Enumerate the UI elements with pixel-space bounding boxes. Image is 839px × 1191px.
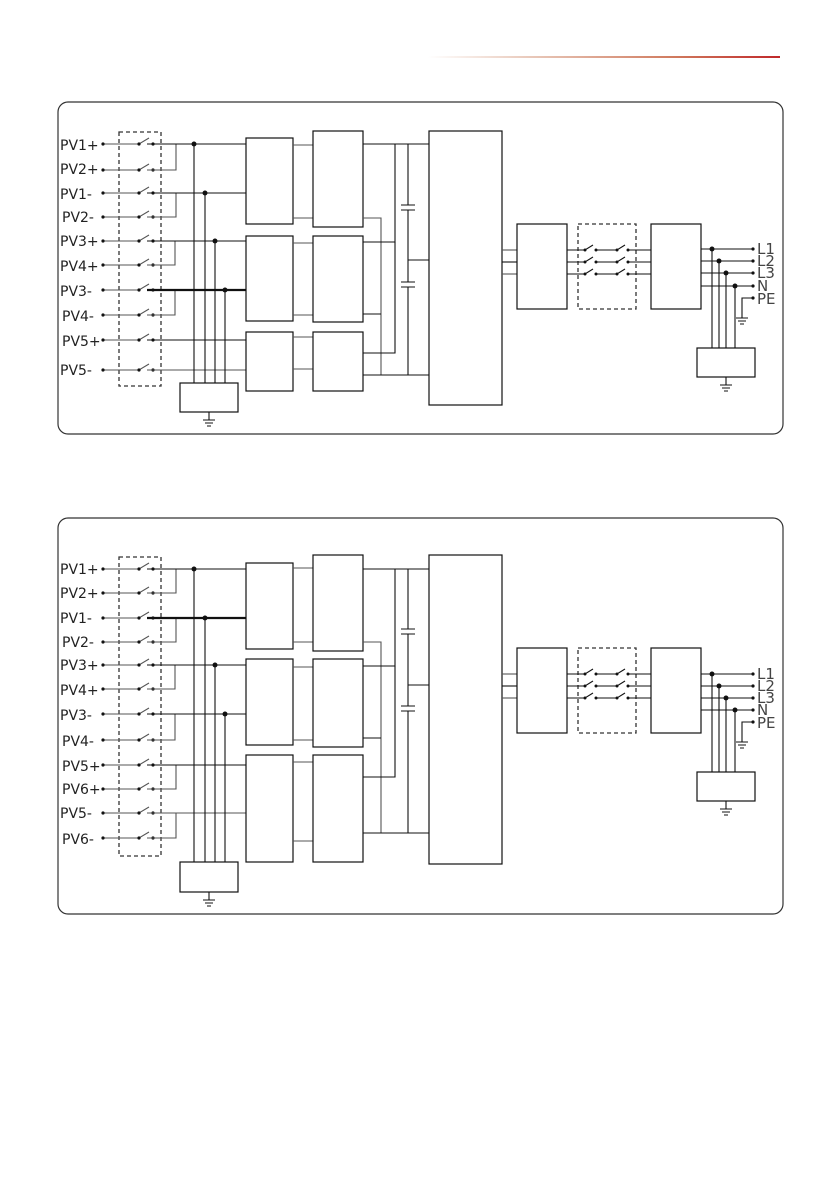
pv-input-labels: PV1+ PV2+ PV1- PV2- PV3+ PV4+ PV3- PV4- … bbox=[60, 138, 101, 379]
pe-ground-icon bbox=[736, 722, 753, 748]
pv-label: PV5+ bbox=[62, 334, 101, 350]
pv-label: PV4- bbox=[62, 734, 94, 750]
relay-icon bbox=[567, 257, 651, 264]
ac-relay-enclosure bbox=[578, 224, 636, 309]
pv-label: PV1- bbox=[60, 187, 92, 203]
ac-output-labels: L1 L2 L3 N PE bbox=[757, 665, 776, 732]
junction-dot bbox=[192, 142, 197, 147]
relay-icon bbox=[567, 245, 651, 252]
emi-filter-block bbox=[246, 236, 293, 321]
diagram-a: PV1+ PV2+ PV1- PV2- PV3+ PV4+ PV3- PV4- … bbox=[58, 102, 783, 434]
pv-label: PV6- bbox=[62, 832, 94, 848]
ground-icon bbox=[203, 412, 215, 426]
output-filter-block bbox=[517, 648, 567, 733]
pv-label: PV1+ bbox=[60, 138, 99, 154]
ac-label: PE bbox=[757, 290, 776, 308]
insulation-monitor-block bbox=[180, 862, 238, 892]
ac-label: PE bbox=[757, 714, 776, 732]
dc-switches bbox=[101, 138, 157, 372]
surge-protection-block bbox=[697, 772, 755, 801]
pv-label: PV6+ bbox=[62, 782, 101, 798]
ac-emi-filter-block bbox=[651, 224, 701, 309]
ground-icon bbox=[203, 892, 215, 906]
junction-dot bbox=[213, 239, 218, 244]
pv-label: PV3+ bbox=[60, 658, 99, 674]
dc-switch-enclosure bbox=[119, 557, 161, 856]
ac-emi-filter-block bbox=[651, 648, 701, 733]
ac-relay-enclosure bbox=[578, 648, 636, 733]
ground-icon bbox=[720, 377, 732, 391]
pv-label: PV2- bbox=[62, 210, 94, 226]
boost-converter-block bbox=[313, 332, 363, 391]
boost-converter-block bbox=[313, 236, 363, 322]
relay-icon bbox=[567, 269, 651, 276]
relay-icon bbox=[567, 669, 651, 676]
dc-switches bbox=[101, 563, 157, 840]
diagram-b: PV1+ PV2+ PV1- PV2- PV3+ PV4+ PV3- PV4- … bbox=[58, 518, 783, 914]
pv-label: PV2+ bbox=[60, 586, 99, 602]
boost-converter-block bbox=[313, 659, 363, 747]
surge-protection-block bbox=[697, 348, 755, 377]
pv-label: PV5+ bbox=[62, 759, 101, 775]
pv-label: PV1+ bbox=[60, 562, 99, 578]
boost-converter-block bbox=[313, 131, 363, 227]
emi-filter-block bbox=[246, 332, 293, 391]
pv-label: PV5- bbox=[60, 806, 92, 822]
pv-label: PV2+ bbox=[60, 162, 99, 178]
relay-icon bbox=[567, 693, 651, 700]
emi-filter-block bbox=[246, 755, 293, 862]
pv-label: PV3+ bbox=[60, 234, 99, 250]
ground-icon bbox=[720, 801, 732, 815]
emi-filter-block bbox=[246, 138, 293, 224]
boost-converter-block bbox=[313, 755, 363, 862]
pv-label: PV2- bbox=[62, 635, 94, 651]
pe-ground-icon bbox=[736, 298, 753, 324]
boost-converter-block bbox=[313, 555, 363, 651]
pv-label: PV4+ bbox=[60, 683, 99, 699]
pv-label: PV3- bbox=[60, 708, 92, 724]
junction-dot bbox=[203, 191, 208, 196]
output-filter-block bbox=[517, 224, 567, 309]
ac-relays bbox=[567, 245, 651, 276]
ac-relays bbox=[567, 669, 651, 700]
pv-label: PV3- bbox=[60, 284, 92, 300]
relay-icon bbox=[567, 681, 651, 688]
emi-filter-block bbox=[246, 563, 293, 649]
insulation-monitor-block bbox=[180, 383, 238, 412]
emi-filter-block bbox=[246, 659, 293, 745]
ac-output-labels: L1 L2 L3 N PE bbox=[757, 240, 776, 308]
pv-label: PV4+ bbox=[60, 259, 99, 275]
pv-input-labels: PV1+ PV2+ PV1- PV2- PV3+ PV4+ PV3- PV4- … bbox=[60, 562, 101, 848]
pv-label: PV5- bbox=[60, 363, 92, 379]
inverter-bridge-block bbox=[429, 555, 502, 864]
inverter-bridge-block bbox=[429, 131, 502, 405]
pv-label: PV4- bbox=[62, 309, 94, 325]
pv-label: PV1- bbox=[60, 611, 92, 627]
junction-dot bbox=[223, 288, 228, 293]
